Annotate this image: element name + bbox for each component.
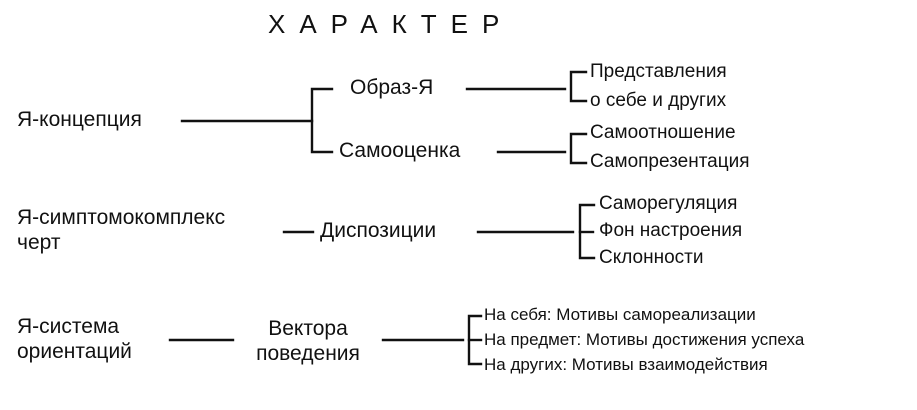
node-symptom-complex: Я-симптомокомплекс черт — [17, 205, 225, 255]
node-orientation-system-line1: Я-система — [17, 315, 120, 338]
node-symptom-complex-line2: черт — [17, 231, 61, 254]
leaf-toward-self: На себя: Мотивы самореализации — [484, 305, 756, 324]
node-symptom-complex-line1: Я-симптомокомплекс — [17, 206, 226, 229]
leaf-mood-background: Фон настроения — [599, 220, 743, 241]
bracket-concept — [310, 87, 334, 154]
diagram-title: ХАРАКТЕР — [268, 9, 514, 39]
node-behavior-vectors: Вектора поведения — [243, 316, 373, 366]
leaf-ideas: Представления — [590, 61, 727, 82]
node-self-image: Образ-Я — [350, 76, 434, 99]
leaf-self-presentation: Самопрезентация — [590, 151, 750, 172]
node-behavior-vectors-line2: поведения — [256, 342, 360, 365]
node-self-esteem: Самооценка — [339, 139, 461, 162]
node-self-concept: Я-концепция — [17, 108, 142, 131]
node-behavior-vectors-line1: Вектора — [268, 317, 348, 340]
leaf-toward-object: На предмет: Мотивы достижения успеха — [484, 330, 805, 349]
leaf-toward-others: На других: Мотивы взаимодействия — [484, 355, 768, 374]
node-orientation-system: Я-система ориентаций — [17, 314, 132, 364]
bracket-image-leaves — [569, 70, 588, 103]
node-dispositions: Диспозиции — [320, 219, 437, 242]
leaf-self-regulation: Саморегуляция — [599, 193, 738, 214]
node-orientation-system-line2: ориентаций — [17, 340, 132, 363]
leaf-about-self-and-others: о себе и других — [590, 90, 727, 111]
bracket-esteem-leaves — [569, 132, 588, 165]
leaf-inclinations: Склонности — [599, 247, 704, 268]
leaf-self-attitude: Самоотношение — [590, 122, 736, 143]
